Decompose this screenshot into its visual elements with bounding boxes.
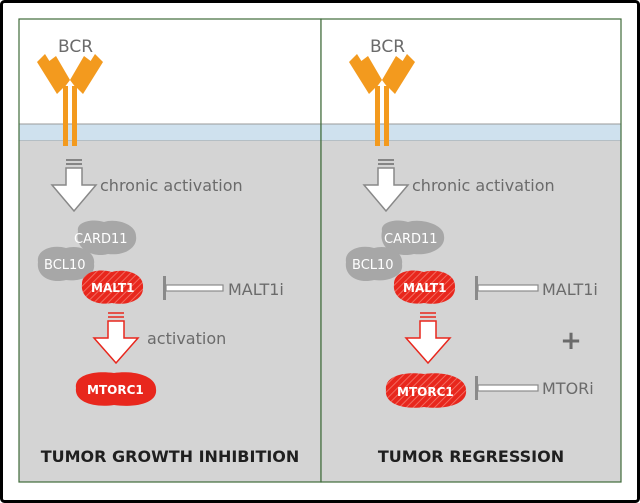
panel-caption: TUMOR REGRESSION: [378, 447, 564, 466]
malt1-protein: [393, 270, 456, 304]
bcr-receptor-icon: [349, 54, 415, 146]
receptor-label: BCR: [370, 37, 405, 57]
bcl10-protein: [345, 246, 403, 282]
extracellular-region: [19, 19, 321, 124]
mtorc1-label: MTORC1: [397, 385, 454, 399]
malt1-inhibitor-label: MALT1i: [228, 280, 284, 299]
activation-arrow-icon: [92, 312, 140, 365]
card11-protein: [77, 220, 137, 256]
malt1-inhibitor-label: MALT1i: [542, 280, 598, 299]
mtor-inhibitor-label: MTORi: [542, 379, 594, 398]
mtor-inhibitor-bar-icon: [475, 376, 539, 400]
chronic-activation-arrow-icon: [50, 159, 98, 213]
membrane: [19, 124, 321, 141]
bcl10-label: BCL10: [44, 258, 86, 273]
malt1-protein: [81, 270, 144, 304]
bcl10-label: BCL10: [352, 258, 394, 273]
chronic-activation-label: chronic activation: [412, 176, 555, 195]
panel-border: [320, 18, 622, 483]
malt1-inhibitor-bar-icon: [475, 276, 539, 300]
malt1-label: MALT1: [91, 281, 134, 295]
activation-arrow-icon: [404, 312, 452, 365]
malt1-label: MALT1: [403, 281, 446, 295]
card11-label: CARD11: [384, 232, 438, 247]
second-activation-label: activation: [147, 329, 226, 348]
card11-protein: [381, 220, 445, 256]
panel-caption: TUMOR GROWTH INHIBITION: [41, 447, 300, 466]
panel-left: BCR chronic activation CARD11 BCL10 MALT…: [18, 18, 322, 483]
cytoplasm-region: [321, 141, 621, 482]
mtorc1-protein: [75, 372, 157, 406]
bcr-receptor-icon: [37, 54, 103, 146]
panel-right: BCR chronic activation CARD11 BCL10 MALT…: [320, 18, 622, 483]
card11-label: CARD11: [74, 232, 128, 247]
membrane: [321, 124, 621, 141]
chronic-activation-arrow-icon: [362, 159, 410, 213]
receptor-label: BCR: [58, 37, 93, 57]
bcl10-protein: [37, 246, 95, 282]
plus-sign: +: [560, 326, 582, 356]
chronic-activation-label: chronic activation: [100, 176, 243, 195]
mtorc1-label: MTORC1: [87, 383, 144, 397]
mtorc1-protein: [385, 373, 467, 408]
malt1-inhibitor-bar-icon: [163, 276, 224, 300]
